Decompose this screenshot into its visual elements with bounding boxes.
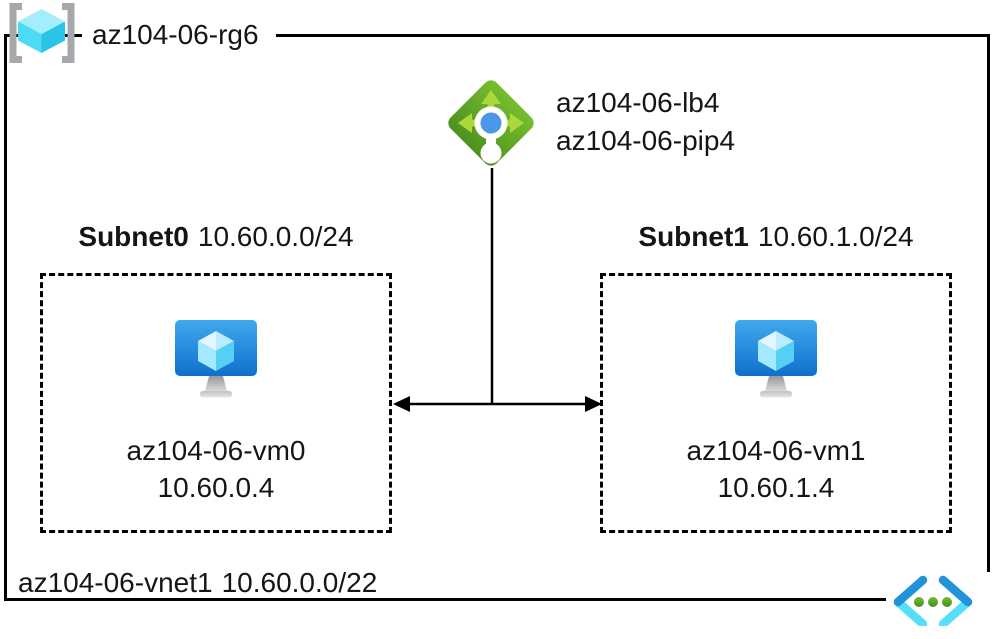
vm0-label: az104-06-vm0 10.60.0.4 — [40, 432, 392, 506]
virtual-network-icon-wrap — [886, 572, 994, 632]
subnet0-cidr: 10.60.0.0/24 — [197, 221, 354, 252]
vnet-label: az104-06-vnet1 10.60.0.0/22 — [18, 567, 377, 599]
load-balancer-name: az104-06-lb4 — [556, 87, 720, 118]
resource-group-box — [4, 34, 990, 601]
resource-group-label: az104-06-rg6 — [82, 19, 276, 51]
virtual-machine-icon — [735, 320, 817, 398]
vm1-label: az104-06-vm1 10.60.1.4 — [600, 432, 952, 506]
subnet1-name: Subnet1 — [638, 221, 749, 252]
subnet0-label: Subnet0 10.60.0.0/24 — [40, 221, 392, 253]
vm0-name: az104-06-vm0 — [126, 435, 306, 466]
vm0-ip: 10.60.0.4 — [157, 472, 275, 503]
resource-group-icon — [9, 3, 75, 63]
vnet-name: az104-06-vnet1 — [18, 567, 213, 598]
load-balancer-icon — [448, 80, 534, 166]
load-balancer-label: az104-06-lb4 az104-06-pip4 — [556, 84, 735, 160]
subnet0-box — [40, 273, 392, 533]
vnet-cidr: 10.60.0.0/22 — [221, 567, 378, 598]
subnet0-name: Subnet0 — [78, 221, 189, 252]
subnet1-cidr: 10.60.1.0/24 — [757, 221, 914, 252]
virtual-machine-icon — [175, 320, 257, 398]
vm1-ip: 10.60.1.4 — [717, 472, 835, 503]
subnet1-label: Subnet1 10.60.1.0/24 — [600, 221, 952, 253]
subnet1-box — [600, 273, 952, 533]
virtual-network-icon — [893, 575, 973, 626]
public-ip-name: az104-06-pip4 — [556, 125, 736, 156]
vm1-name: az104-06-vm1 — [686, 435, 866, 466]
